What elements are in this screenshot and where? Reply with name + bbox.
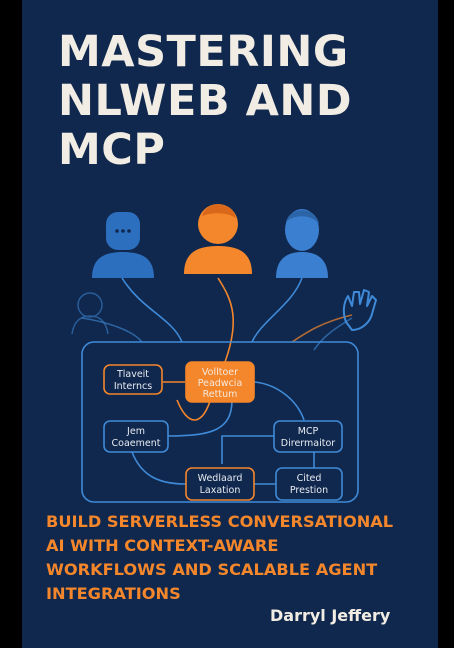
book-cover: MASTERING NLWEB AND MCP: [22, 0, 438, 648]
waving-hand-icon: [342, 289, 377, 331]
subtitle-line-2: AI WITH CONTEXT-AWARE: [46, 536, 279, 555]
subtitle-line-3: WORKFLOWS AND SCALABLE AGENT: [46, 560, 378, 579]
node-mcp-dirermaitor: MCP Dirermaitor: [273, 420, 343, 453]
node-volltoer-peadwcia-rettum: Volltoer Peadwcia Rettum: [185, 361, 255, 403]
workflow-connectors: [131, 381, 315, 485]
node-text: Tlaveit: [116, 369, 149, 380]
node-tlaveit-interncs: Tlaveit Interncs: [103, 364, 163, 395]
title-line-3: MCP: [58, 125, 166, 175]
author-name: Darryl Jeffery: [270, 606, 391, 625]
node-text: Peadwcia: [198, 378, 243, 389]
node-text: Wedlaard: [198, 473, 243, 484]
highlighted-person-icon: [184, 204, 252, 274]
cover-illustration: Tlaveit Interncs Volltoer Peadwcia Rettu…: [71, 204, 377, 503]
node-text: Prestion: [290, 485, 328, 496]
person-icon: [92, 212, 154, 278]
node-cited-prestion: Cited Prestion: [275, 467, 343, 501]
node-text: Laxation: [200, 485, 241, 496]
title-line-2: NLWEB AND: [58, 76, 353, 126]
workflow-frame: [81, 341, 359, 503]
node-text: Dirermaitor: [281, 438, 335, 449]
page-edge-left: [0, 0, 22, 648]
node-wedlaard-laxation: Wedlaard Laxation: [185, 467, 255, 501]
node-text: Interncs: [114, 381, 152, 392]
person-icon: [276, 209, 328, 278]
subtitle-line-1: BUILD SERVERLESS CONVERSATIONAL: [46, 512, 394, 531]
node-text: Cited: [297, 473, 322, 484]
title-line-1: MASTERING: [58, 27, 349, 77]
person-icon: [71, 292, 109, 335]
node-text: MCP: [298, 426, 319, 437]
node-text: Coaement: [112, 438, 161, 449]
node-jem-coaement: Jem Coaement: [103, 420, 169, 453]
connector-lines: [81, 277, 353, 371]
node-text: Volltoer: [202, 367, 238, 378]
node-text: Rettum: [203, 389, 238, 400]
page-edge-right: [438, 0, 454, 648]
node-text: Jem: [126, 426, 145, 437]
book-title: MASTERING NLWEB AND MCP: [58, 28, 418, 175]
book-subtitle: BUILD SERVERLESS CONVERSATIONAL AI WITH …: [46, 510, 426, 606]
subtitle-line-4: INTEGRATIONS: [46, 584, 181, 603]
